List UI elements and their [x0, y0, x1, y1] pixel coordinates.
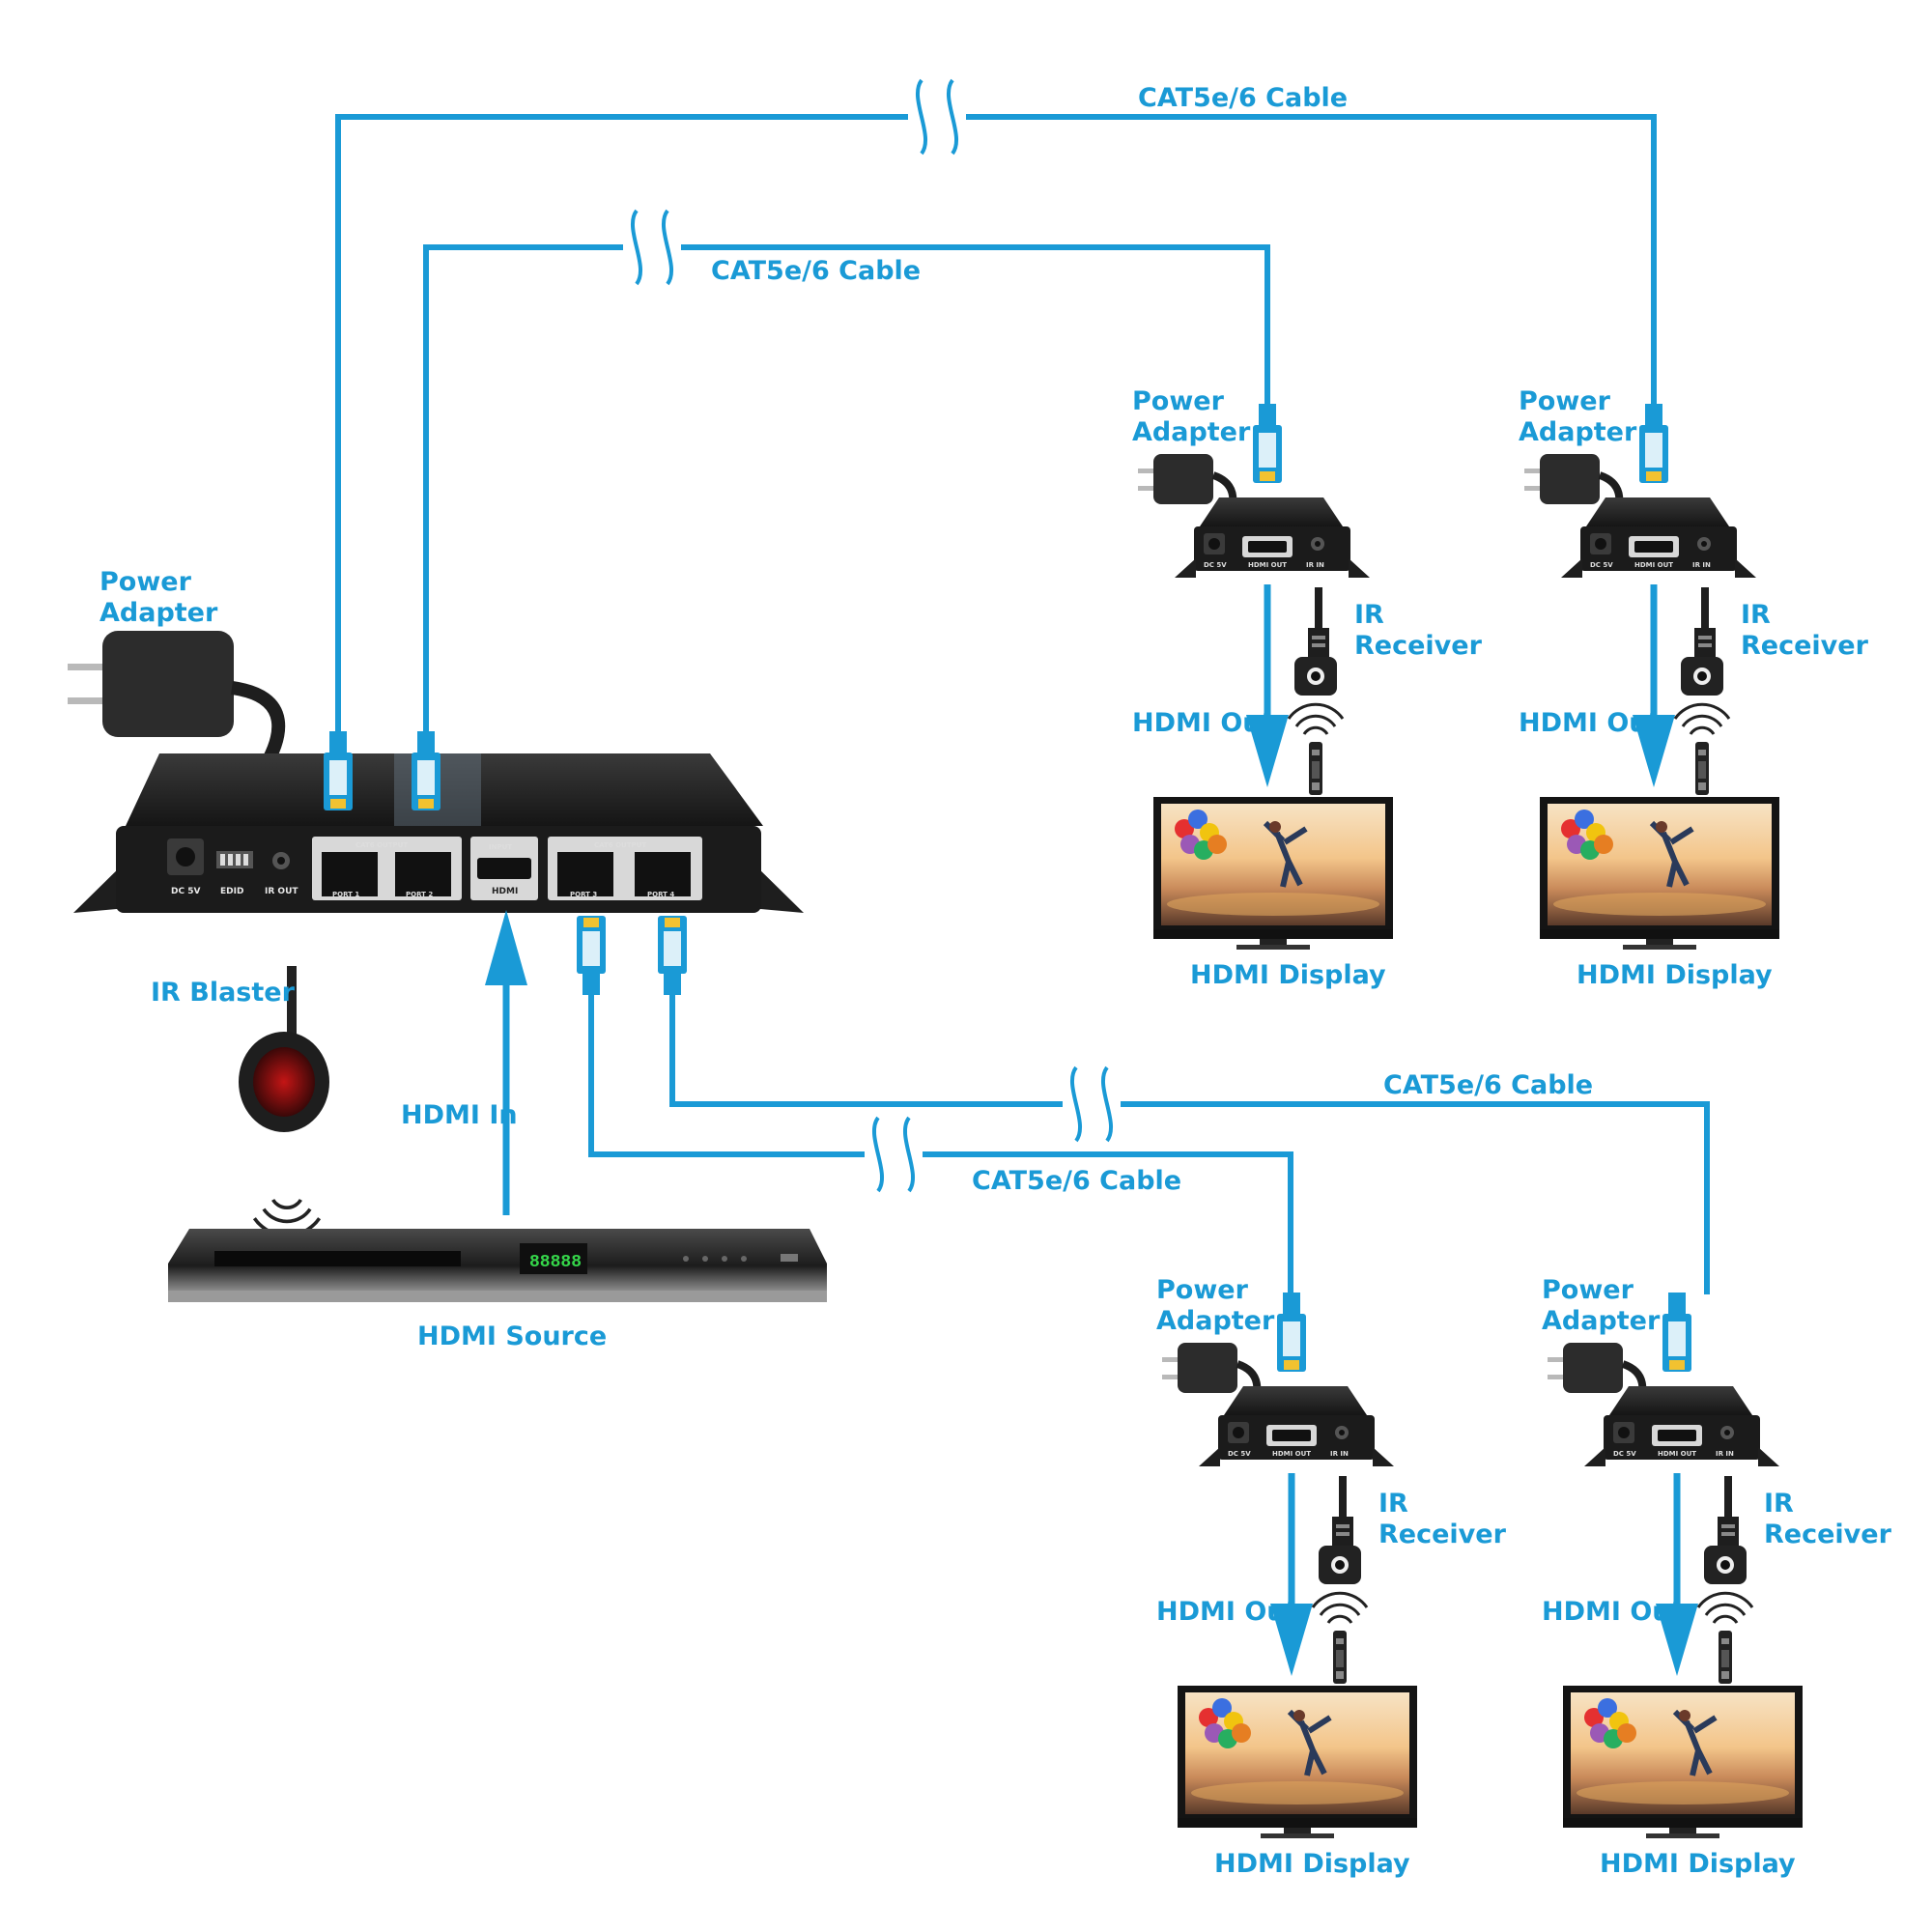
splitter-port4-connector — [658, 916, 687, 995]
receiver-br-power-label-1: Power — [1542, 1275, 1634, 1305]
receiver-tl-device — [1175, 497, 1370, 578]
receiver-tr-power-label-1: Power — [1519, 386, 1611, 416]
splitter-port3-connector — [577, 916, 606, 995]
receiver-tr-ir-label-2: Receiver — [1741, 631, 1869, 661]
hdmi-in-arrow — [485, 910, 527, 1215]
receiver-tr-dc-label: DC 5V — [1590, 561, 1613, 569]
receiver-tr-hdmi-out-label: HDMI OUT — [1634, 561, 1673, 569]
receiver-tr-hdmi-display — [1540, 797, 1779, 950]
splitter-port2-connector — [412, 731, 440, 810]
receiver-br-display-label: HDMI Display — [1600, 1849, 1796, 1879]
receiver-br-wireless-icon — [1696, 1591, 1754, 1625]
receiver-br-hdmi-out-label: HDMI OUT — [1658, 1450, 1696, 1458]
splitter-dc-label: DC 5V — [171, 887, 200, 896]
splitter-power-adapter-label-2: Adapter — [99, 598, 218, 628]
receiver-br-power-adapter — [1563, 1343, 1623, 1393]
receiver-bl-remote-icon — [1333, 1631, 1347, 1684]
receiver-tl-hdmi-display — [1153, 797, 1393, 950]
receiver-tl-hdmi-out-label: HDMI OUT — [1248, 561, 1287, 569]
receiver-tl-cat-connector — [1253, 404, 1282, 483]
receiver-bl-ir-label-2: Receiver — [1378, 1520, 1507, 1549]
receiver-tr-ir-label-1: IR — [1741, 600, 1771, 630]
receiver-tl-power-label-1: Power — [1132, 386, 1225, 416]
receiver-br-device — [1584, 1386, 1779, 1466]
receiver-br-power-label-2: Adapter — [1542, 1306, 1661, 1336]
receiver-tr-device — [1561, 497, 1756, 578]
receiver-bl-hdmi-out-text: HDMI Out — [1156, 1597, 1297, 1627]
cable-label-lower-right: CAT5e/6 Cable — [1383, 1070, 1593, 1100]
receiver-br-ir-label-2: Receiver — [1764, 1520, 1892, 1549]
receiver-bl-dc-label: DC 5V — [1228, 1450, 1251, 1458]
splitter-cat6-output-label-right: CAT6 OUTPUT — [594, 841, 646, 849]
receiver-bl-power-adapter — [1178, 1343, 1237, 1393]
receiver-br-ir-in-label: IR IN — [1716, 1450, 1734, 1458]
receiver-bl-wireless-icon — [1311, 1591, 1369, 1625]
splitter-edid-label: EDID — [220, 887, 243, 896]
receiver-tl-remote-icon — [1309, 742, 1322, 795]
receiver-tl-wireless-icon — [1287, 702, 1345, 736]
receiver-tl-ir-label-2: Receiver — [1354, 631, 1483, 661]
receiver-bl-ir-label-1: IR — [1378, 1489, 1408, 1519]
receiver-br-dc-label: DC 5V — [1613, 1450, 1636, 1458]
splitter-input-label: INPUT — [489, 843, 512, 851]
receiver-tr-remote-icon — [1695, 742, 1709, 795]
receiver-tl-dc-label: DC 5V — [1204, 561, 1227, 569]
hdmi-in-label: HDMI In — [401, 1100, 518, 1130]
player-display-text: 88888 — [529, 1253, 582, 1272]
receiver-tl-display-label: HDMI Display — [1190, 960, 1386, 990]
receiver-br-cat-connector — [1662, 1293, 1691, 1372]
receiver-br-hdmi-display — [1563, 1686, 1803, 1838]
receiver-br-ir-label-1: IR — [1764, 1489, 1794, 1519]
receiver-bl-cat-connector — [1277, 1293, 1306, 1372]
cable-label-lower-left: CAT5e/6 Cable — [972, 1166, 1181, 1196]
splitter-port3-label: PORT 3 — [570, 891, 597, 898]
hdmi-splitter-device — [73, 753, 804, 913]
receiver-bl-display-label: HDMI Display — [1214, 1849, 1410, 1879]
receiver-tr-hdmi-out-text: HDMI Out — [1519, 708, 1660, 738]
receiver-tl-power-label-2: Adapter — [1132, 417, 1251, 447]
receiver-tl-ir-in-label: IR IN — [1306, 561, 1324, 569]
receiver-tr-power-adapter — [1540, 454, 1600, 504]
splitter-hdmi-label: HDMI — [492, 887, 518, 896]
receiver-bl-power-label-1: Power — [1156, 1275, 1249, 1305]
receiver-tr-ir-in-label: IR IN — [1692, 561, 1711, 569]
splitter-port2-label: PORT 2 — [406, 891, 433, 898]
splitter-port4-label: PORT 4 — [647, 891, 674, 898]
cable-label-top: CAT5e/6 Cable — [1138, 83, 1348, 113]
receiver-bl-hdmi-display — [1178, 1686, 1417, 1838]
blu-ray-player-device — [168, 1229, 827, 1302]
receiver-bl-ir-in-label: IR IN — [1330, 1450, 1349, 1458]
receiver-bl-power-label-2: Adapter — [1156, 1306, 1275, 1336]
receiver-br-hdmi-out-text: HDMI Out — [1542, 1597, 1683, 1627]
splitter-port1-label: PORT 1 — [332, 891, 359, 898]
receiver-tr-power-label-2: Adapter — [1519, 417, 1637, 447]
cable-lines — [335, 114, 1710, 1294]
cable-label-second: CAT5e/6 Cable — [711, 256, 921, 286]
ir-blaster-label: IR Blaster — [151, 978, 296, 1008]
receiver-tl-hdmi-out-text: HDMI Out — [1132, 708, 1273, 738]
splitter-ir-out-label: IR OUT — [265, 887, 298, 896]
receiver-tl-ir-label-1: IR — [1354, 600, 1384, 630]
splitter-cat6-output-label-left: CAT6 OUTPUT — [355, 841, 408, 849]
receiver-tl-power-adapter — [1153, 454, 1213, 504]
splitter-power-adapter-label-1: Power — [99, 567, 192, 597]
splitter-port1-connector — [324, 731, 353, 810]
receiver-tr-cat-connector — [1639, 404, 1668, 483]
receiver-bl-device — [1199, 1386, 1394, 1466]
receiver-tr-wireless-icon — [1673, 702, 1731, 736]
receiver-br-remote-icon — [1719, 1631, 1732, 1684]
receiver-tr-display-label: HDMI Display — [1577, 960, 1773, 990]
receiver-bl-hdmi-out-label: HDMI OUT — [1272, 1450, 1311, 1458]
hdmi-source-label: HDMI Source — [417, 1321, 607, 1351]
